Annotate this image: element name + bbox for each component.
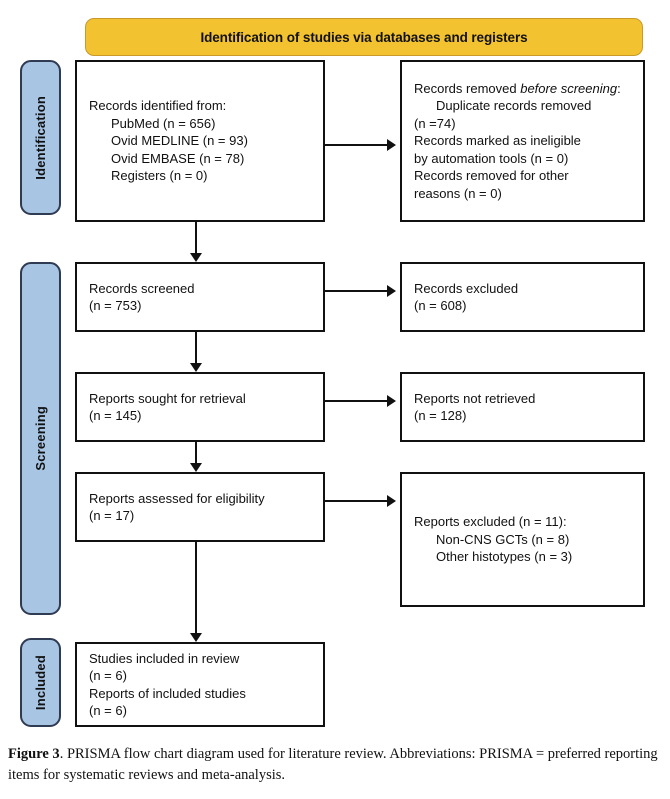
connector-sought-to-not-retrieved [325,400,389,402]
arrowhead-down-1 [190,253,202,262]
box-text-line: Reports assessed for eligibility [89,490,265,506]
stage-tab-identification: Identification [20,60,61,215]
box-text-line: Other histotypes (n = 3) [436,549,573,565]
box-text-line: reasons (n = 0) [414,185,502,201]
connector-assessed-to-included [195,542,197,633]
box-text-line: Duplicate records removed [436,98,592,114]
banner-title: Identification of studies via databases … [200,29,528,45]
arrowhead-right-2 [387,285,396,297]
arrowhead-right-3 [387,395,396,407]
box-text-line: Reports sought for retrieval [89,390,246,406]
box-text-line: (n = 128) [414,408,467,423]
connector-identified-to-removed [325,144,389,146]
connector-identified-to-screened [195,222,197,253]
box-text-line: Records screened [89,280,195,296]
stage-tab-screening-label: Screening [33,406,48,471]
stage-tab-included: Included [20,638,61,727]
box-text-line: Ovid MEDLINE (n = 93) [111,133,248,149]
connector-sought-to-assessed [195,442,197,463]
box-text-line: (n = 145) [89,408,142,423]
stage-tab-included-label: Included [33,654,48,711]
box-records-removed-before-screening: Records removed before screening: Duplic… [400,60,645,222]
figure-caption: Figure 3. PRISMA flow chart diagram used… [8,744,662,786]
box-text-line: (n = 6) [89,668,127,683]
box-text-line: (n = 753) [89,298,142,313]
box-studies-included-in-review: Studies included in review (n = 6) Reports… [75,642,325,727]
box-removed-heading: Records removed before screening: [414,80,621,96]
arrowhead-right-1 [387,139,396,151]
box-text-line: by automation tools (n = 0) [414,150,569,166]
box-text-line: Records marked as ineligible [414,133,581,149]
box-text-line: (n = 17) [89,508,135,523]
box-reports-sought-for-retrieval: Reports sought for retrieval (n = 145) [75,372,325,442]
diagram-header-banner: Identification of studies via databases … [85,18,643,56]
box-text-line: Records identified from: [89,98,227,114]
box-text-line: Registers (n = 0) [111,168,208,184]
box-text-line: Reports not retrieved [414,390,536,406]
box-text-line: Records removed for other [414,168,569,184]
box-text-line: Ovid EMBASE (n = 78) [111,150,245,166]
box-reports-assessed-for-eligibility: Reports assessed for eligibility (n = 17) [75,472,325,542]
box-text-line: Non-CNS GCTs (n = 8) [436,531,570,547]
arrowhead-down-3 [190,463,202,472]
box-records-excluded: Records excluded (n = 608) [400,262,645,332]
arrowhead-down-4 [190,633,202,642]
arrowhead-down-2 [190,363,202,372]
box-records-screened: Records screened (n = 753) [75,262,325,332]
connector-assessed-to-reports-excluded [325,500,389,502]
box-text-line: (n =74) [414,115,456,131]
box-text-line: Reports excluded (n = 11): [414,514,567,530]
box-text-line: Studies included in review [89,650,240,666]
figure-caption-text: . PRISMA flow chart diagram used for lit… [8,746,658,783]
box-text-line: Records excluded [414,280,519,296]
box-text-line: (n = 608) [414,298,467,313]
prisma-flow-diagram: Identification of studies via databases … [20,18,645,727]
arrowhead-right-4 [387,495,396,507]
box-reports-excluded-with-reasons: Reports excluded (n = 11):Non-CNS GCTs (… [400,472,645,607]
stage-tab-screening: Screening [20,262,61,615]
box-text-line: PubMed (n = 656) [111,115,216,131]
figure-label: Figure 3 [8,746,60,762]
connector-screened-to-excluded [325,290,389,292]
box-records-identified: Records identified from:PubMed (n = 656)… [75,60,325,222]
box-text-line: Reports of included studies [89,685,246,701]
box-text-line: (n = 6) [89,703,127,718]
box-reports-not-retrieved: Reports not retrieved (n = 128) [400,372,645,442]
stage-tab-identification-label: Identification [33,95,48,180]
box-removed-body: Duplicate records removed(n =74) Records … [414,97,631,202]
connector-screened-to-sought [195,332,197,363]
